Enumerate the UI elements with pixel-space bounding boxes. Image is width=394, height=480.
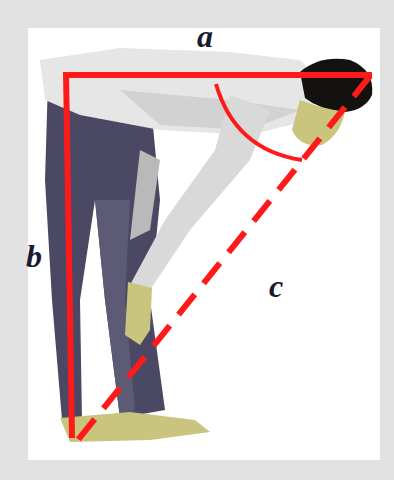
shirt-shade xyxy=(120,90,300,130)
side-label: a xyxy=(197,20,213,52)
side-label: c xyxy=(269,270,283,302)
arm xyxy=(130,95,270,290)
other-arm xyxy=(130,150,160,240)
inner-ground xyxy=(28,28,380,460)
angle-arc xyxy=(216,84,302,160)
side-label: b xyxy=(26,240,42,272)
side-b xyxy=(66,72,72,438)
side-a xyxy=(63,72,372,78)
side-c xyxy=(78,76,370,440)
trousers xyxy=(45,80,165,420)
hand xyxy=(125,282,152,345)
shirt xyxy=(40,48,320,135)
